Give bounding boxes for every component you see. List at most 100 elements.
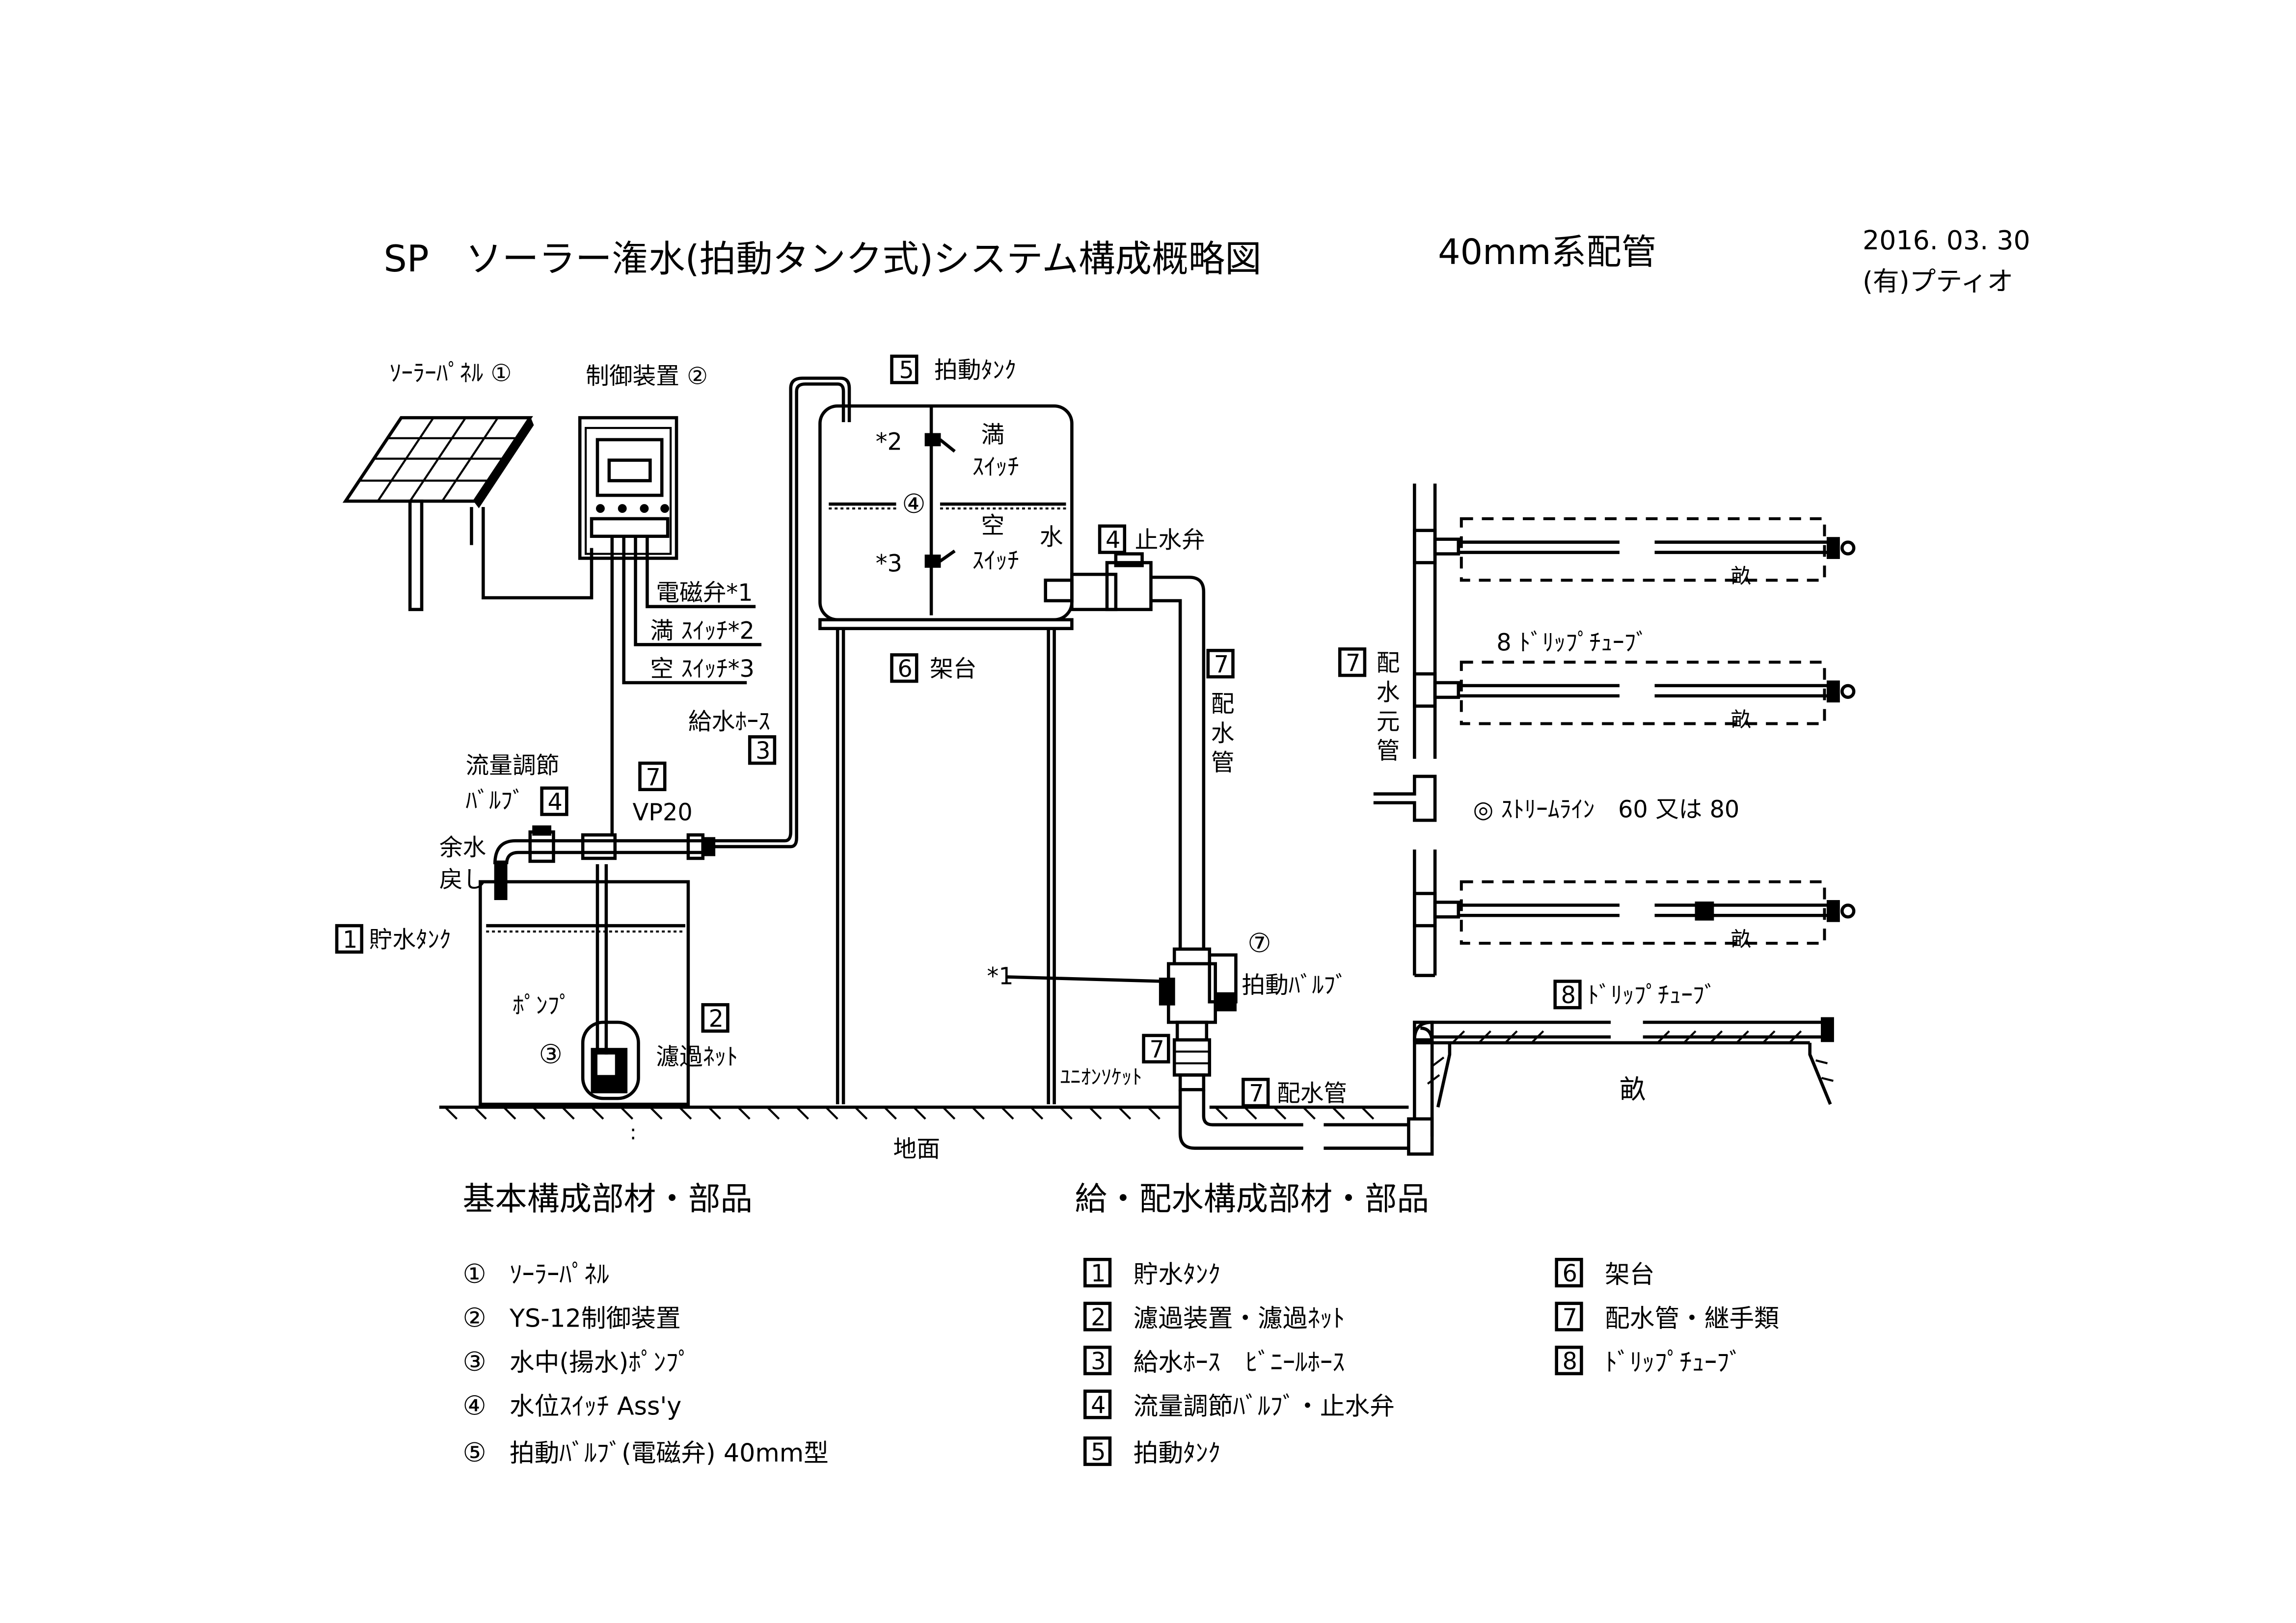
- supply-part-num: 3: [1091, 1348, 1106, 1375]
- union-socket-label: ﾕﾆｵﾝｿｹｯﾄ: [1060, 1064, 1142, 1089]
- supply-part-text: 拍動ﾀﾝｸ: [1134, 1438, 1220, 1467]
- flow-valve-label-2: ﾊﾞﾙﾌﾞ: [466, 788, 524, 815]
- dist-pipe-v2: 水: [1211, 720, 1235, 747]
- supply-part-num: 1: [1091, 1260, 1106, 1287]
- basic-part-num: ③: [463, 1346, 486, 1377]
- supply-part-text: 貯水ﾀﾝｸ: [1134, 1260, 1220, 1289]
- pulse-valve-label: 拍動ﾊﾞﾙﾌﾞ: [1242, 972, 1347, 999]
- pump-label: ﾎﾟﾝﾌﾟ: [513, 992, 571, 1019]
- stand-num: 6: [897, 656, 912, 683]
- supply-parts-list: 1 貯水ﾀﾝｸ 2 濾過装置・濾過ﾈｯﾄ 3 給水ﾎｰｽ ﾋﾞﾆｰﾙﾎｰｽ 4 …: [1083, 1257, 1779, 1467]
- supply-part-text: 架台: [1605, 1260, 1654, 1289]
- storage-tank: [479, 860, 690, 1106]
- basic-parts-list: ① ｿｰﾗｰﾊﾟﾈﾙ ② YS-12制御装置 ③ 水中(揚水)ﾎﾟﾝﾌﾟ ④ 水…: [463, 1258, 829, 1468]
- surplus-label-1: 余水: [439, 834, 486, 861]
- supply-part-num: 8: [1563, 1348, 1577, 1375]
- basic-part-text: 拍動ﾊﾞﾙﾌﾞ(電磁弁) 40mm型: [510, 1438, 829, 1467]
- empty-switch-wire-label: 空 ｽｲｯﾁ*3: [650, 656, 755, 683]
- diagram-date: 2016. 03. 30: [1863, 225, 2030, 256]
- star1-label: *1: [987, 963, 1013, 990]
- supply-parts-heading: 給・配水構成部材・部品: [1075, 1180, 1429, 1218]
- basic-part-text: 水位ｽｲｯﾁ Ass'y: [510, 1391, 681, 1420]
- dist-pipe-v1: 配: [1211, 691, 1235, 718]
- field-layout: [1373, 483, 1856, 977]
- pipe-spec: 40mm系配管: [1438, 232, 1656, 272]
- empty-label: 空: [981, 512, 1004, 539]
- dist-pipe-num: 7: [1214, 651, 1229, 678]
- basic-part-text: ｿｰﾗｰﾊﾟﾈﾙ: [510, 1260, 609, 1289]
- bottom-pipe-label: 配水管: [1277, 1080, 1347, 1107]
- solenoid-wire-label: 電磁弁*1: [656, 580, 753, 607]
- pulse-tank: [818, 404, 1074, 622]
- storage-tank-label: 貯水ﾀﾝｸ: [369, 927, 451, 954]
- solar-panel: [342, 416, 534, 612]
- star2-label: *2: [876, 429, 902, 456]
- basic-part-num: ①: [463, 1258, 486, 1289]
- stand-label: 架台: [930, 656, 976, 683]
- supply-part-text: 濾過装置・濾過ﾈｯﾄ: [1134, 1304, 1345, 1332]
- basic-part-num: ②: [463, 1302, 486, 1333]
- ridge-profile: [1414, 1030, 1834, 1108]
- stop-valve-label: 止水弁: [1135, 527, 1205, 554]
- ridge-big-label: 畝: [1620, 1074, 1646, 1105]
- supply-part-text: 流量調節ﾊﾞﾙﾌﾞ・止水弁: [1134, 1391, 1395, 1420]
- main-pipe-v1: 配: [1377, 650, 1400, 677]
- main-pipe-num: 7: [1346, 650, 1360, 677]
- diagram-title: SP ソーラー潅水(拍動タンク式)システム構成概略図: [383, 238, 1261, 280]
- surplus-label-2: 戻し: [439, 867, 486, 894]
- controller-label: 制御装置 ②: [586, 363, 708, 390]
- flow-valve-num: 4: [548, 789, 563, 816]
- supply-hose-num: 3: [756, 738, 770, 765]
- supply-part-text: ﾄﾞﾘｯﾌﾟﾁｭｰﾌﾞ: [1605, 1348, 1742, 1377]
- controller-box: [578, 416, 678, 560]
- flow-valve-label-1: 流量調節: [466, 752, 560, 779]
- supply-part-text: 配水管・継手類: [1605, 1304, 1779, 1332]
- ridge-label-2: 畝: [1731, 707, 1752, 731]
- star3-label: *3: [876, 550, 902, 577]
- basic-parts-heading: 基本構成部材・部品: [463, 1180, 753, 1218]
- filter-label: 濾過ﾈｯﾄ: [656, 1044, 738, 1071]
- basic-part-num: ⑤: [463, 1437, 486, 1468]
- bottom-pipe-num: 7: [1249, 1080, 1264, 1107]
- ground-colon: :: [630, 1120, 637, 1144]
- dist-pipe-v3: 管: [1211, 749, 1235, 776]
- basic-part-text: YS-12制御装置: [509, 1304, 681, 1332]
- union-num: 7: [1149, 1037, 1164, 1064]
- supply-part-num: 2: [1091, 1304, 1106, 1331]
- empty-switch-label: ｽｲｯﾁ: [972, 547, 1019, 574]
- vp20-label: VP20: [633, 799, 693, 826]
- streamline-label: ◎ ｽﾄﾘｰﾑﾗｲﾝ 60 又は 80: [1473, 796, 1740, 823]
- supply-part-text: 給水ﾎｰｽ ﾋﾞﾆｰﾙﾎｰｽ: [1134, 1348, 1345, 1377]
- pulse-valve-num: ⑦: [1247, 928, 1271, 958]
- main-pipe-v2: 水: [1377, 679, 1400, 706]
- main-pipe-v3: 元: [1377, 708, 1400, 735]
- ridge-label-3: 畝: [1731, 927, 1752, 951]
- water-label: 水: [1040, 524, 1063, 551]
- main-pipe-v4: 管: [1377, 738, 1400, 765]
- supply-manifold: [493, 825, 716, 865]
- drip-8-label: 8 ﾄﾞﾘｯﾌﾟﾁｭｰﾌﾞ: [1496, 629, 1648, 656]
- pulse-tank-num: 5: [899, 357, 914, 384]
- vp-pipe-num: 7: [646, 764, 660, 791]
- basic-part-text: 水中(揚水)ﾎﾟﾝﾌﾟ: [510, 1348, 691, 1377]
- supply-part-num: 4: [1091, 1392, 1106, 1419]
- filter-num: 2: [709, 1006, 724, 1033]
- supply-part-num: 7: [1563, 1304, 1577, 1331]
- ground-line: [439, 1105, 1409, 1120]
- storage-tank-num: 1: [343, 927, 357, 954]
- pulse-valve: [1159, 947, 1238, 1091]
- supply-hose-label: 給水ﾎｰｽ: [688, 708, 770, 735]
- ground-label: 地面: [893, 1136, 940, 1163]
- stop-valve-num: 4: [1106, 527, 1120, 554]
- company-name: (有)プティオ: [1863, 266, 2013, 297]
- tank-stand: [818, 618, 1074, 1105]
- basic-part-num: ④: [463, 1390, 486, 1421]
- pump-num: ③: [539, 1039, 563, 1070]
- supply-part-num: 5: [1091, 1439, 1106, 1466]
- full-switch-wire-label: 満 ｽｲｯﾁ*2: [650, 618, 755, 645]
- level-switch-num: ④: [902, 488, 925, 519]
- pulse-tank-label: 拍動ﾀﾝｸ: [934, 357, 1016, 384]
- supply-part-num: 6: [1563, 1260, 1577, 1287]
